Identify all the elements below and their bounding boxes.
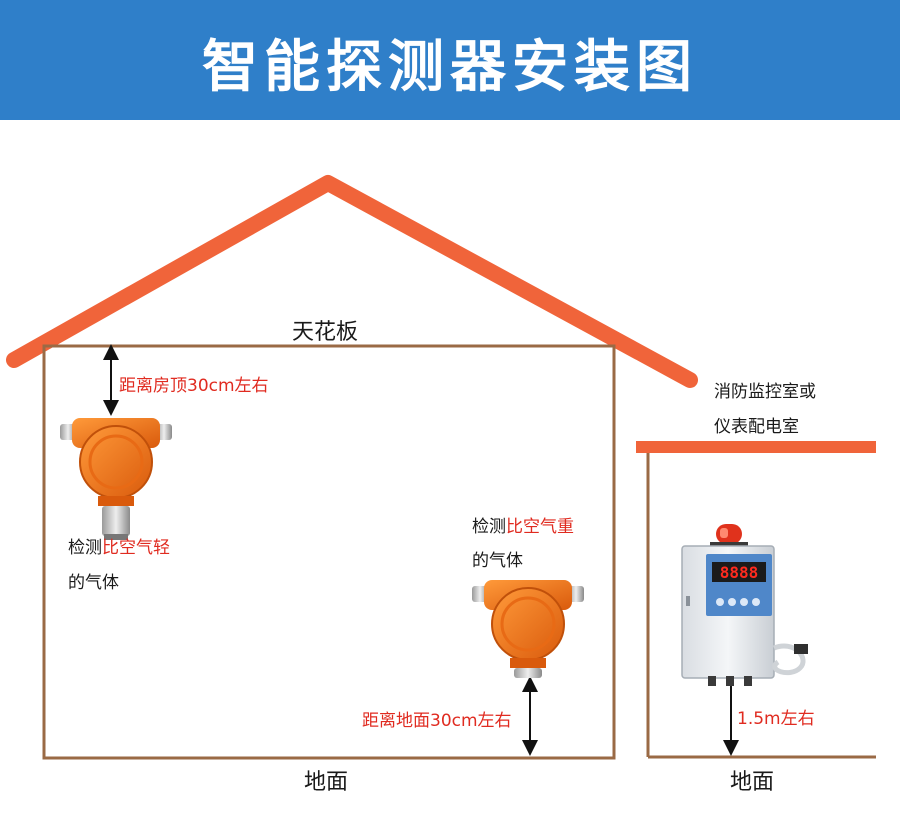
house-floor-label: 地面 [304,770,349,795]
detector-light-prefix: 检测 [68,538,102,558]
alarm-controller: 8888 [681,524,808,686]
detector-light-caption: 检测比空气轻 [68,533,170,558]
detector-light-suffix: 的气体 [68,573,119,593]
header-banner: 智能探测器安装图 [0,0,900,120]
detector-heavy-highlight: 比空气重 [506,517,574,537]
page-title: 智能探测器安装图 [202,35,698,100]
height-label: 1.5m左右 [737,709,815,729]
detector-heavy-caption: 检测比空气重 [472,512,574,537]
gas-detector-ceiling [60,418,172,540]
control-room-label-line1: 消防监控室或 [714,382,816,402]
roof [6,175,698,388]
gas-detector-floor [472,580,584,678]
control-room-label-line2: 仪表配电室 [714,417,799,437]
detector-heavy-prefix: 检测 [472,517,506,537]
detector-heavy-suffix: 的气体 [472,551,523,571]
ceiling-label: 天花板 [292,320,359,345]
controller-display: 8888 [720,563,759,582]
bottom-distance-label: 距离地面30cm左右 [362,711,512,731]
top-distance-label: 距离房顶30cm左右 [119,376,269,396]
control-room-floor-label: 地面 [730,770,775,795]
house-walls [42,344,616,760]
detector-light-highlight: 比空气轻 [102,538,170,558]
